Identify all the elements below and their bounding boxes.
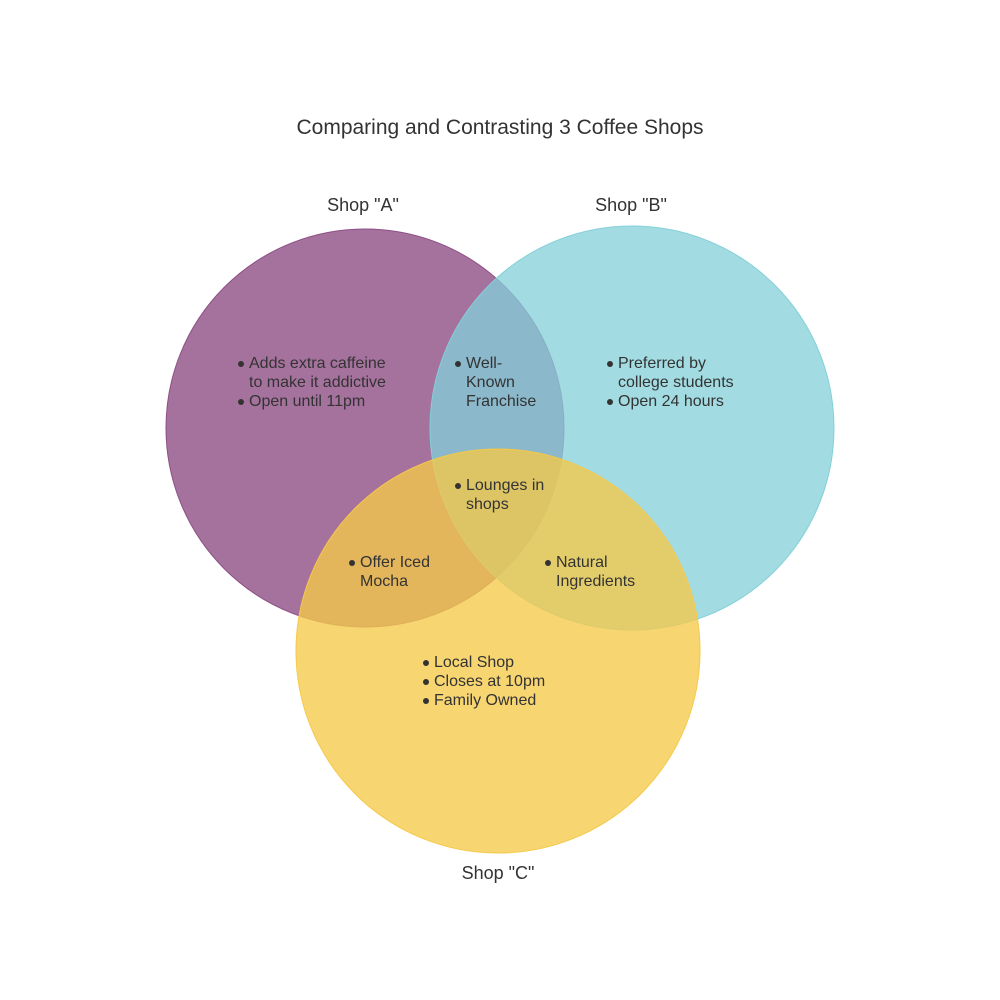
region-b-c: Natural Ingredients	[545, 553, 635, 591]
list-item: Well- Known Franchise	[455, 354, 536, 411]
region-a-b-c: Lounges in shops	[455, 476, 544, 514]
label-shop-b: Shop "B"	[595, 195, 667, 215]
list-item: Family Owned	[423, 691, 545, 710]
region-a-b: Well- Known Franchise	[455, 354, 536, 411]
list-item: Open until 11pm	[238, 392, 386, 411]
diagram-title: Comparing and Contrasting 3 Coffee Shops	[296, 116, 704, 139]
region-c-only: Local Shop Closes at 10pm Family Owned	[423, 653, 545, 710]
list-item: Lounges in shops	[455, 476, 544, 514]
label-shop-a: Shop "A"	[327, 195, 399, 215]
list-item: Offer Iced Mocha	[349, 553, 430, 591]
list-item: Local Shop	[423, 653, 545, 672]
list-item: Adds extra caffeine to make it addictive	[238, 354, 386, 392]
list-item: Closes at 10pm	[423, 672, 545, 691]
list-item: Open 24 hours	[607, 392, 734, 411]
list-item: Preferred by college students	[607, 354, 734, 392]
circle-shop-c	[295, 448, 701, 854]
region-b-only: Preferred by college students Open 24 ho…	[607, 354, 734, 411]
label-shop-c: Shop "C"	[461, 863, 535, 883]
region-a-c: Offer Iced Mocha	[349, 553, 430, 591]
list-item: Natural Ingredients	[545, 553, 635, 591]
region-a-only: Adds extra caffeine to make it addictive…	[238, 354, 386, 411]
